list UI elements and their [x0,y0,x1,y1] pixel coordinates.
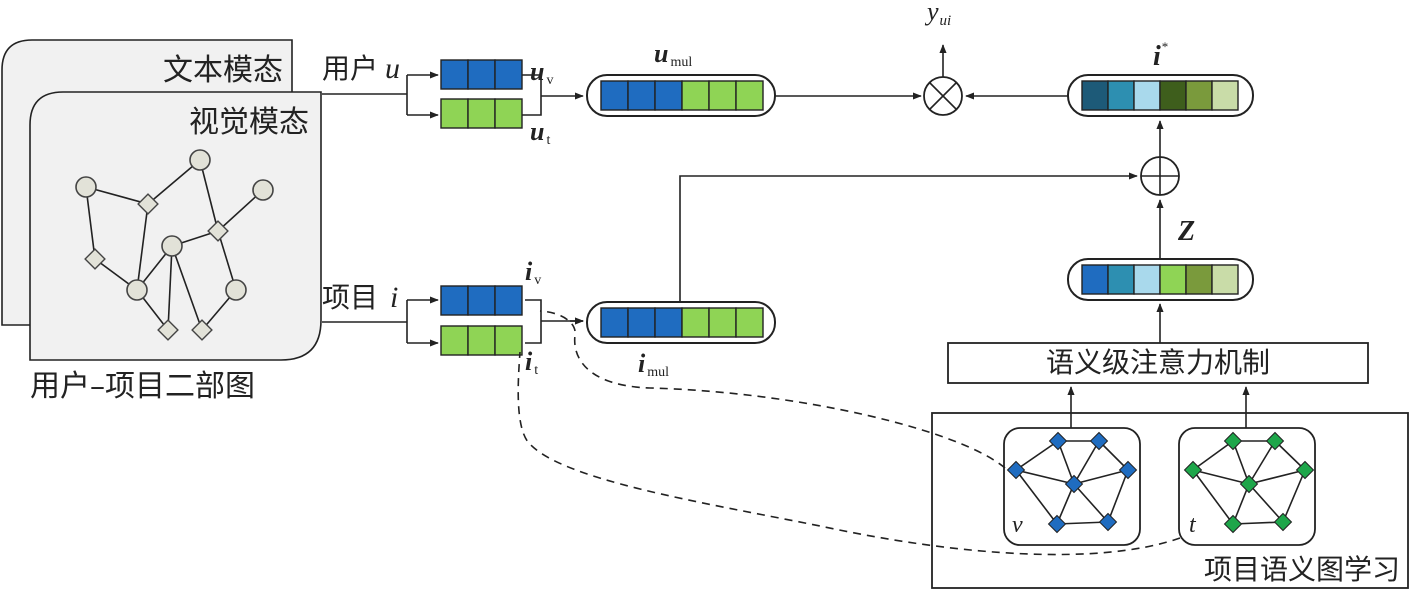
item-node [137,193,159,215]
visual-semantic-graph: v [1003,427,1141,546]
visual-modality-panel: 视觉模态 [29,91,322,361]
output-label: yui [924,0,951,29]
visual-graph-link [539,310,1006,469]
i-star-label: i* [1153,39,1168,72]
z-label: Z [1177,216,1195,247]
user-var: u [385,52,400,85]
item-label: 项目 [322,281,378,314]
z-capsule [1067,258,1254,301]
item-node [191,319,213,341]
user-node [75,176,97,198]
item-node [207,220,229,242]
add-operator [1140,156,1180,196]
graph-t-label: t [1189,512,1197,538]
user-node [252,179,274,201]
text-modality-label: 文本模态 [163,53,283,88]
item-node [84,248,106,270]
user-label: 用户 [322,52,378,85]
semantic-graph-label: 项目语义图学习 [1204,553,1400,586]
attention-box: 语义级注意力机制 [947,342,1369,384]
attention-label: 语义级注意力机制 [1046,346,1270,379]
item-node [157,319,179,341]
graph-v-label: v [1012,512,1023,538]
item-text-vector [440,325,523,356]
item-visual-vector [440,285,523,316]
i-star-capsule: i* [1067,39,1254,117]
text-semantic-graph: t [1178,427,1316,546]
user-node [225,279,247,301]
user-text-vector [440,98,523,129]
bipartite-graph [75,149,274,341]
user-visual-vector [440,59,523,90]
user-node [189,149,211,171]
user-node [161,235,183,257]
multiply-operator [923,76,963,116]
visual-modality-label: 视觉模态 [189,105,309,140]
bipartite-graph-caption: 用户–项目二部图 [30,369,255,404]
item-var: i [390,281,398,314]
user-node [126,279,148,301]
